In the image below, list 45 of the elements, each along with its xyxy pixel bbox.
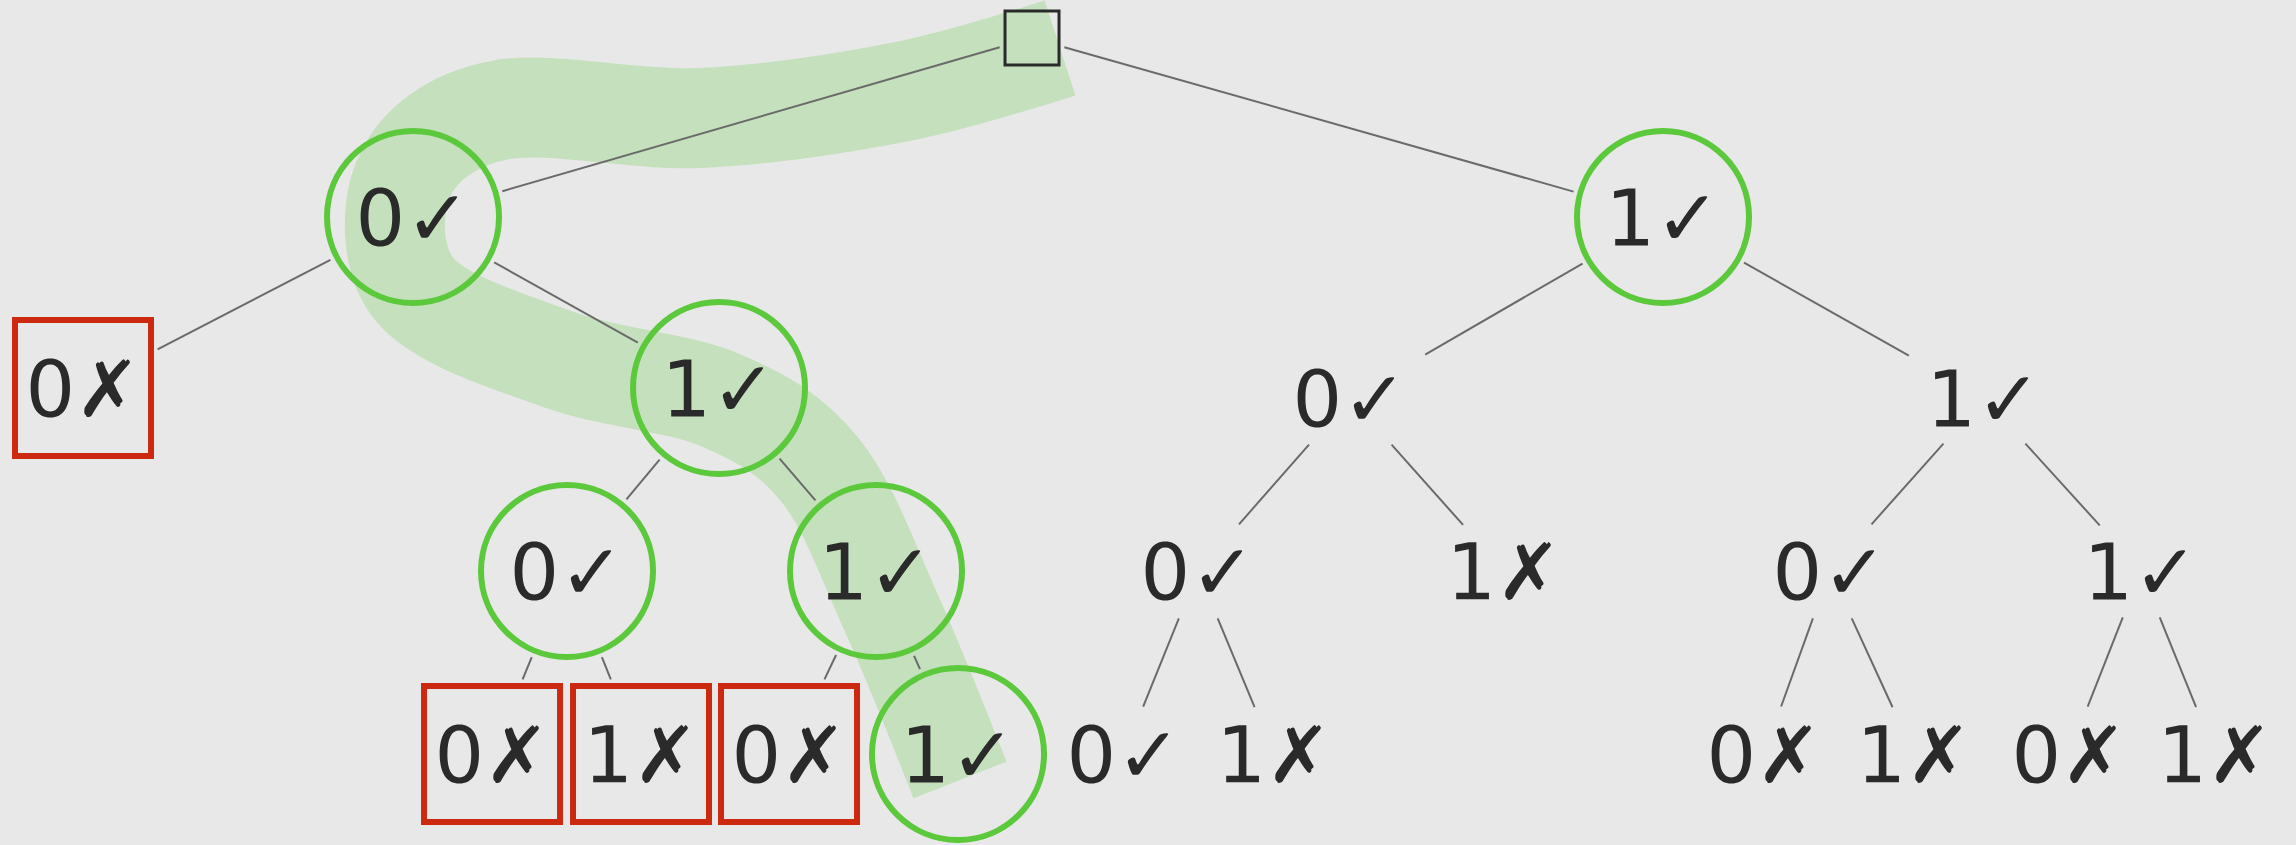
circle-node: 1✓ bbox=[869, 665, 1047, 843]
tree-line bbox=[156, 258, 332, 351]
node-label: 1✓ bbox=[1935, 369, 2029, 427]
tree-line bbox=[2158, 616, 2198, 709]
tree-line bbox=[625, 458, 661, 501]
node-label: 0✓ bbox=[1071, 724, 1169, 784]
tree-line bbox=[1063, 46, 1575, 193]
node-label: 0✗ bbox=[1711, 724, 1811, 784]
tree-line bbox=[1216, 617, 1256, 709]
tree-line bbox=[1237, 443, 1310, 526]
tree-line bbox=[600, 656, 612, 681]
tree-line bbox=[778, 457, 817, 502]
tree-line bbox=[1850, 617, 1894, 709]
tree-line bbox=[1142, 617, 1180, 708]
node-label: 0✗ bbox=[2016, 724, 2116, 784]
tree-line bbox=[1870, 442, 1945, 526]
tree-line bbox=[521, 656, 533, 681]
tree-line bbox=[493, 261, 639, 344]
node-label: 1✗ bbox=[1225, 725, 1321, 783]
tree-line bbox=[823, 654, 838, 681]
node-label: 0✓ bbox=[1777, 541, 1875, 601]
circle-node: 0✓ bbox=[324, 128, 502, 306]
tree-line bbox=[913, 654, 921, 671]
tree-line bbox=[1390, 443, 1465, 526]
circle-node: 1✓ bbox=[630, 299, 808, 477]
circle-node: 1✓ bbox=[787, 482, 965, 660]
tree-line bbox=[2086, 616, 2124, 708]
node-label: 1✗ bbox=[2166, 725, 2262, 783]
node-label: 0✓ bbox=[1297, 368, 1395, 428]
crossed-box: 1✗ bbox=[570, 683, 712, 825]
node-label: 1✗ bbox=[1455, 542, 1551, 600]
crossed-box: 0✗ bbox=[12, 317, 154, 459]
tree-line bbox=[1780, 617, 1814, 708]
tree-line bbox=[1424, 262, 1584, 356]
tree-line bbox=[501, 46, 1001, 193]
tree-line bbox=[1743, 261, 1910, 357]
tree-line bbox=[2024, 442, 2101, 527]
circle-node: 1✓ bbox=[1574, 128, 1752, 306]
crossed-box: 0✗ bbox=[718, 683, 860, 825]
root-square bbox=[1003, 9, 1061, 67]
circle-node: 0✓ bbox=[478, 482, 656, 660]
node-label: 1✗ bbox=[1865, 725, 1961, 783]
node-label: 0✓ bbox=[1145, 541, 1243, 601]
node-label: 1✓ bbox=[2092, 542, 2186, 600]
crossed-box: 0✗ bbox=[421, 683, 563, 825]
